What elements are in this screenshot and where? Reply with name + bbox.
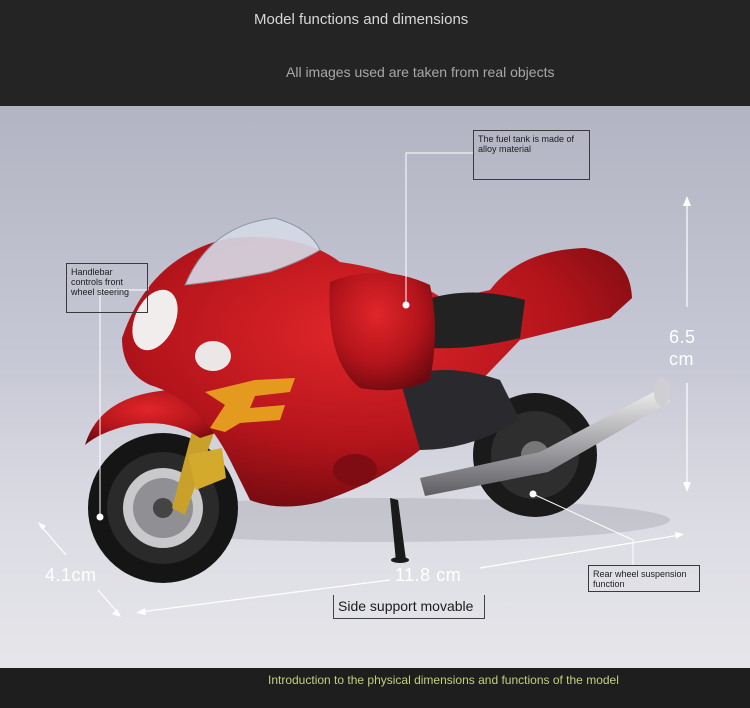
side-vent: [333, 454, 377, 486]
dimension-arrows: [38, 196, 691, 617]
engine-block: [400, 370, 520, 450]
fuel-tank: [329, 272, 435, 391]
exhaust-tip: [654, 378, 670, 406]
length-dimension: 11.8 cm: [395, 565, 462, 585]
front-caliper: [188, 448, 226, 490]
footer-caption: Introduction to the physical dimensions …: [268, 673, 619, 687]
indicator-light: [195, 341, 231, 371]
kickstand-foot: [391, 557, 409, 563]
kickstand: [390, 498, 406, 562]
dimension-lines: [39, 200, 688, 614]
headlight: [132, 289, 178, 351]
windscreen: [184, 217, 321, 286]
header-title: Model functions and dimensions: [254, 11, 469, 28]
callout-dots: [96, 301, 537, 521]
footer-bar: [0, 668, 750, 708]
height-unit: cm: [669, 349, 694, 369]
tank-graphic: [205, 378, 295, 432]
callout-leaders: [99, 152, 634, 565]
seat: [425, 292, 525, 349]
exhaust-pipe: [420, 386, 670, 496]
callout-rear-suspension: Rear wheel suspension function: [588, 565, 700, 592]
callout-side-support: Side support movable: [333, 595, 485, 619]
height-value: 6.5: [669, 327, 696, 347]
callout-handlebar: Handlebar controls front wheel steering: [66, 263, 148, 313]
header-bar: [0, 0, 750, 106]
callout-fuel-tank: The fuel tank is made of alloy material: [473, 130, 590, 180]
width-dimension: 4.1cm: [45, 565, 97, 585]
header-subtitle: All images used are taken from real obje…: [286, 64, 555, 80]
